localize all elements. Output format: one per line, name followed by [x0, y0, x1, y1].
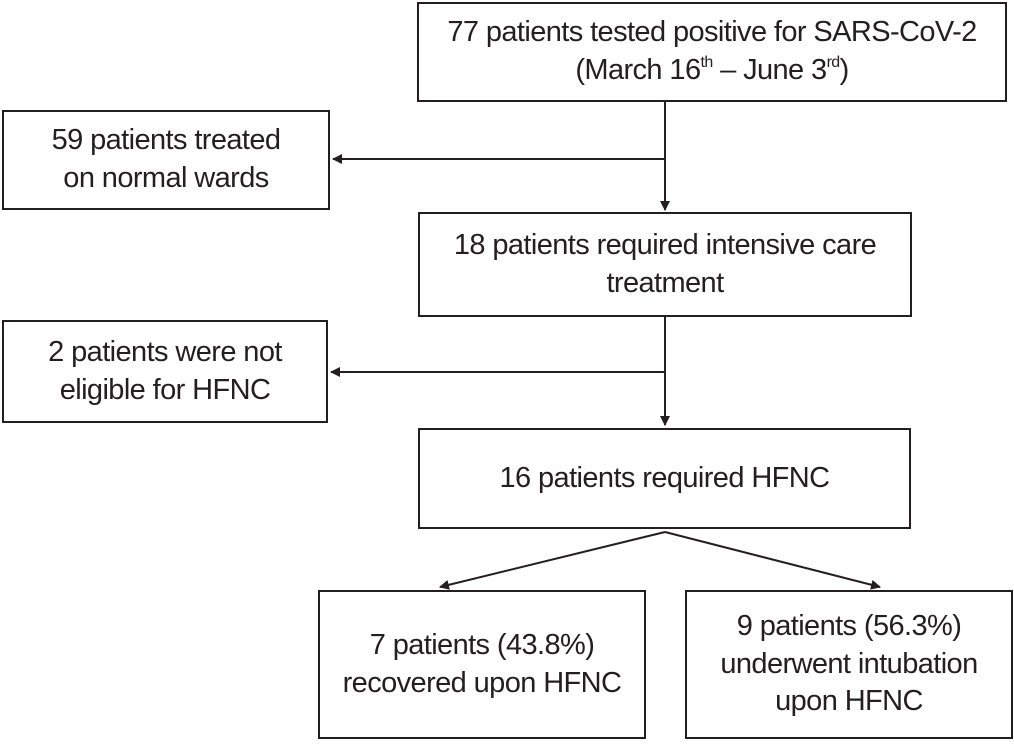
box-intensive-care: 18 patients required intensive care trea… — [418, 212, 912, 317]
recovered-line2: recovered upon HFNC — [342, 666, 622, 699]
box-intubated: 9 patients (56.3%) underwent intubation … — [685, 590, 1013, 739]
intubated-line1: 9 patients (56.3%) — [736, 609, 962, 642]
box-required-hfnc: 16 patients required HFNC — [418, 428, 911, 529]
intensive-care-line1: 18 patients required intensive care — [453, 228, 877, 261]
box-tested-positive: 77 patients tested positive for SARS-CoV… — [417, 2, 1007, 102]
normal-wards-line2: on normal wards — [63, 162, 269, 194]
tested-positive-line1: 77 patients tested positive for SARS-CoV… — [447, 16, 977, 49]
not-eligible-line2: eligible for HFNC — [59, 373, 271, 406]
arrow-to-recovered — [439, 531, 666, 590]
normal-wards-line1: 59 patients treated — [51, 124, 281, 157]
intensive-care-line2: treatment — [606, 266, 724, 299]
box-normal-wards: 59 patients treated on normal wards — [2, 110, 330, 210]
required-hfnc-line1: 16 patients required HFNC — [499, 461, 831, 494]
intubated-line3: upon HFNC — [775, 685, 923, 718]
arrow-to-intubated — [664, 531, 881, 590]
tested-positive-date-range: (March 16th – June 3rd) — [575, 54, 849, 86]
intubated-line2: underwent intubation — [720, 647, 978, 680]
not-eligible-line1: 2 patients were not — [48, 335, 282, 368]
box-recovered: 7 patients (43.8%) recovered upon HFNC — [318, 590, 646, 739]
box-not-eligible: 2 patients were not eligible for HFNC — [2, 320, 328, 423]
recovered-line1: 7 patients (43.8%) — [369, 628, 595, 661]
